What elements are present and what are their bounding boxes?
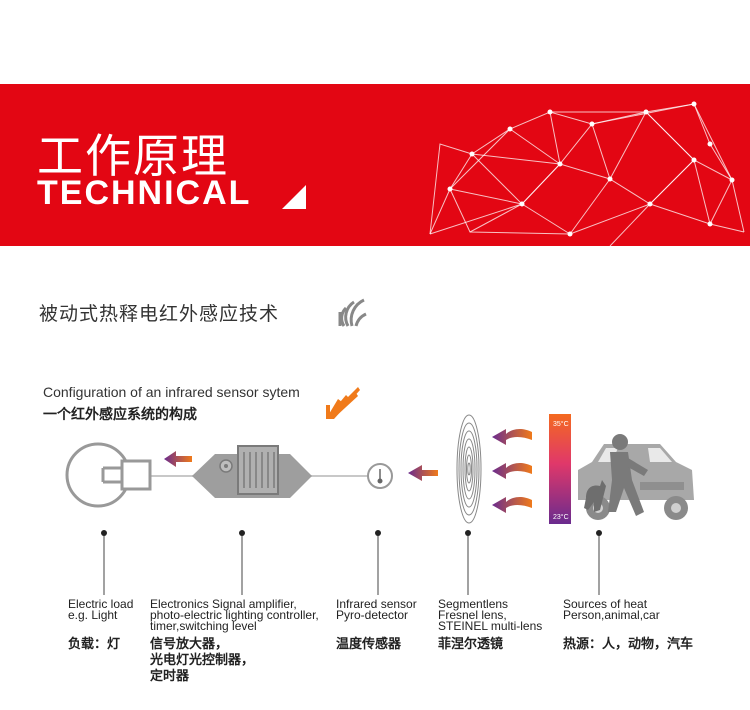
banner-title-zh: 工作原理 xyxy=(37,129,229,183)
component-label-en: Electronics Signal amplifier, photo-elec… xyxy=(150,597,319,633)
component-label-zh: 温度传感器 xyxy=(336,637,402,652)
header-banner: 工作原理 TECHNICAL xyxy=(0,84,750,246)
orange-waves-icon xyxy=(326,387,360,419)
component-label-en: Electric load e.g. Light xyxy=(68,597,134,622)
config-title-zh: 一个红外感应系统的构成 xyxy=(43,407,197,423)
component-label-en: Infrared sensor Pyro-detector xyxy=(336,597,417,622)
banner-title-en: TECHNICAL xyxy=(37,174,252,212)
triangle-icon xyxy=(282,185,306,209)
fresnel-lens-icon xyxy=(456,414,482,524)
network-graphic xyxy=(429,101,745,246)
signal-arrows xyxy=(164,428,532,513)
arrow-icon xyxy=(164,451,192,467)
thermometer-icon xyxy=(367,463,393,489)
component-label-zh: 信号放大器， 光电灯光控制器， 定时器 xyxy=(150,637,255,684)
sensor-waves-icon xyxy=(338,298,367,327)
config-title-en: Configuration of an infrared sensor syte… xyxy=(43,384,300,400)
heat-scale-top-label: 35°C xyxy=(553,421,569,428)
component-label-en: Sources of heat Person,animal,car xyxy=(563,597,660,622)
section-title: 被动式热释电红外感应技术 xyxy=(39,303,280,325)
component-label-zh: 热源：人，动物，汽车 xyxy=(563,637,694,652)
arrow-icon xyxy=(492,462,532,479)
component-label-zh: 负载：灯 xyxy=(68,637,121,652)
component-label-zh: 菲涅尔透镜 xyxy=(438,637,504,652)
arrow-icon xyxy=(492,496,532,513)
arrow-icon xyxy=(492,428,532,445)
controller-circuit-icon xyxy=(192,445,312,498)
heat-sources-icon xyxy=(578,434,694,520)
arrow-icon xyxy=(408,465,438,481)
heat-scale-bar xyxy=(549,414,571,524)
component-label-en: Segmentlens Fresnel lens, STEINEL multi-… xyxy=(438,597,543,633)
heat-scale-bottom-label: 23°C xyxy=(553,514,569,521)
light-bulb-icon xyxy=(65,442,152,508)
